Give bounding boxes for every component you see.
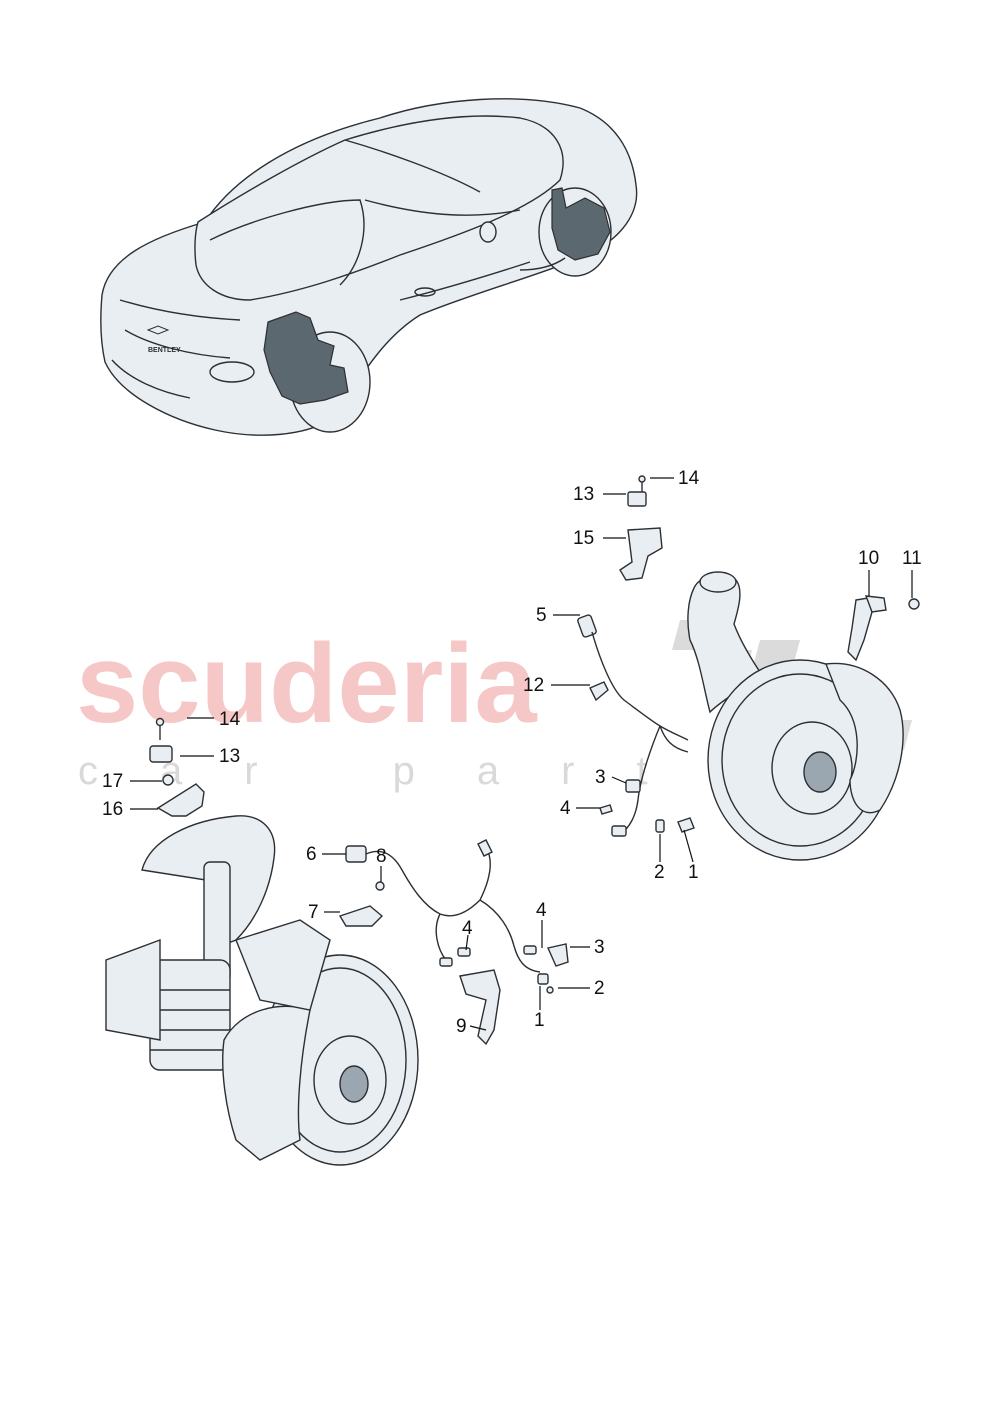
callout-16: 16 <box>102 799 123 820</box>
rear-knuckle-assembly <box>687 571 920 861</box>
callout-7: 7 <box>308 902 319 923</box>
callout-14-top: 14 <box>678 468 700 489</box>
car-illustration: BENTLEY <box>100 98 638 436</box>
sensor-bracket-top <box>619 475 663 581</box>
front-arch-highlight <box>551 187 611 261</box>
callout-6: 6 <box>306 844 317 865</box>
callout-4-mid: 4 <box>462 918 473 939</box>
callout-labels: 13 14 15 5 10 11 12 3 4 2 1 14 13 17 16 … <box>102 468 922 1037</box>
callout-3-low: 3 <box>594 937 605 958</box>
callout-12: 12 <box>523 675 544 696</box>
callout-13-left: 13 <box>219 746 240 767</box>
callout-11: 11 <box>902 548 922 569</box>
rear-arch-highlight <box>263 311 349 405</box>
front-wheel-speed-sensor-cable <box>338 839 569 1046</box>
callout-1-right: 1 <box>688 862 699 883</box>
car-emblem-icon <box>146 325 170 335</box>
callout-4-right: 4 <box>560 798 571 819</box>
front-strut-assembly <box>105 815 419 1166</box>
callout-3-right: 3 <box>595 767 606 788</box>
callout-14-left: 14 <box>219 709 241 730</box>
rear-wheel-speed-sensor-cable <box>577 614 695 837</box>
sensor-bracket-left <box>149 717 205 817</box>
callout-8: 8 <box>376 846 387 867</box>
callout-13-top: 13 <box>573 484 594 505</box>
callout-1-low: 1 <box>534 1010 545 1031</box>
callout-15: 15 <box>573 528 594 549</box>
car-badge: BENTLEY <box>148 347 181 354</box>
callout-2-right: 2 <box>654 862 665 883</box>
callout-9: 9 <box>456 1016 467 1037</box>
callout-5: 5 <box>536 605 547 626</box>
callout-17: 17 <box>102 771 123 792</box>
leader-lines <box>130 477 913 1031</box>
callout-2-low: 2 <box>594 978 605 999</box>
watermark-brand: scuderia <box>76 621 537 746</box>
callout-10: 10 <box>858 548 879 569</box>
callout-4-low: 4 <box>536 900 547 921</box>
